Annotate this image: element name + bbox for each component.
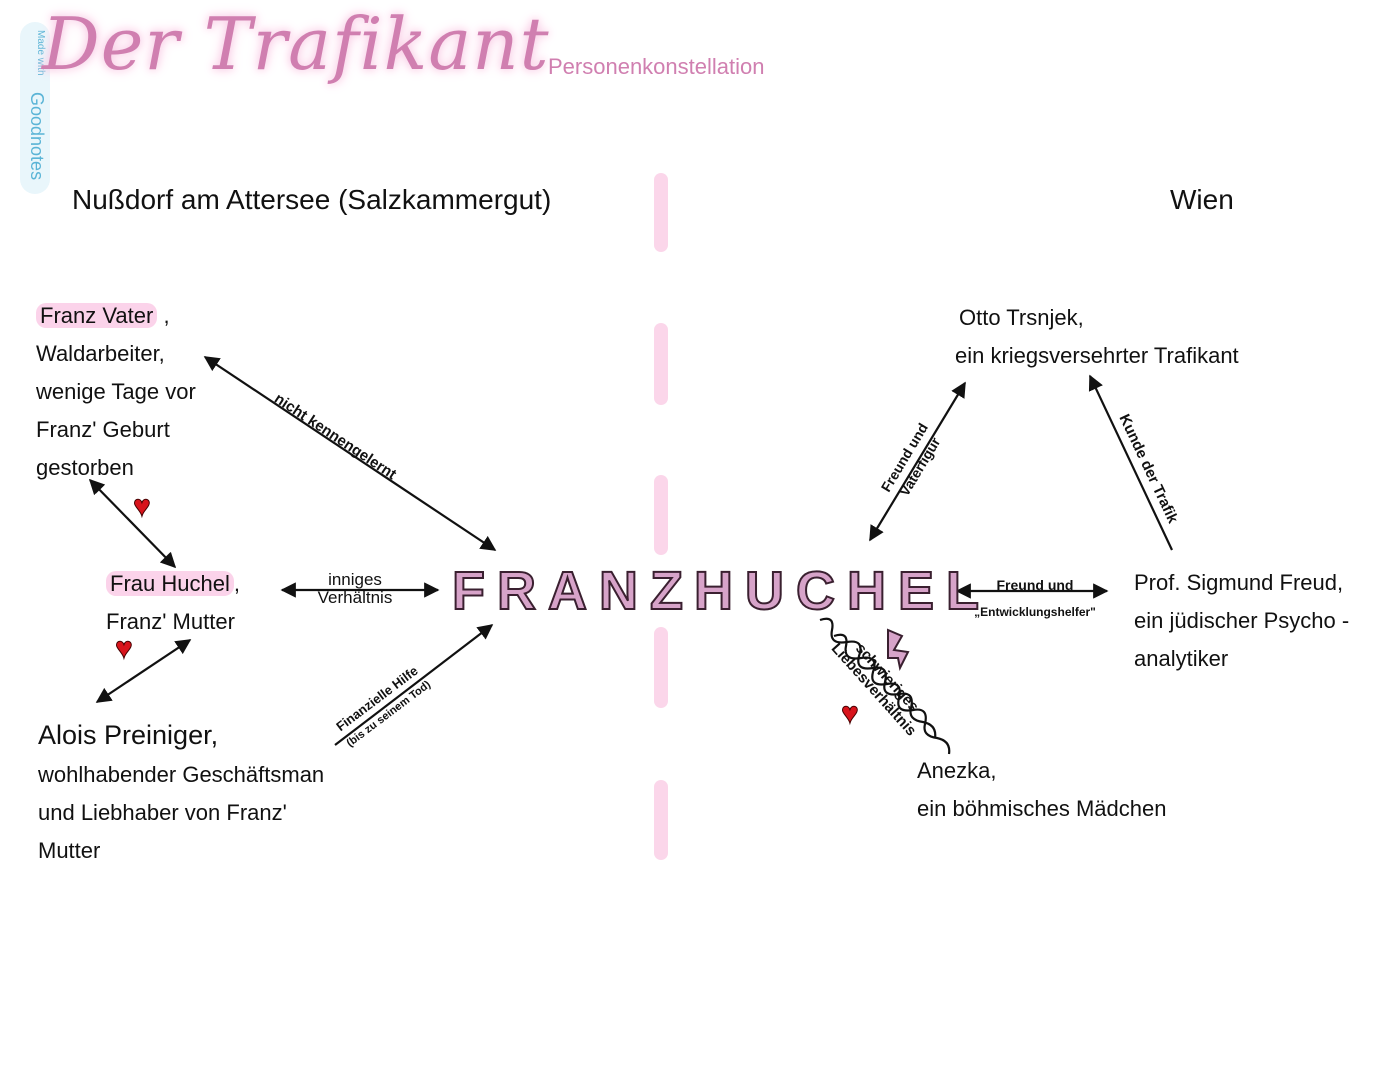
text: Verhältnis — [317, 588, 393, 607]
divider — [654, 323, 668, 405]
character-freud: Prof. Sigmund Freud, ein jüdischer Psych… — [1134, 564, 1349, 678]
page-subtitle: Personenkonstellation — [548, 54, 765, 79]
text: wenige Tage vor — [36, 379, 196, 404]
character-mutter: Frau Huchel, Franz' Mutter — [106, 565, 240, 641]
wavy-line — [819, 617, 937, 739]
character-name: Anezka, — [917, 758, 997, 783]
heart-icon: ♥ — [115, 632, 134, 666]
character-vater: Franz Vater , Waldarbeiter, wenige Tage … — [36, 297, 196, 487]
text: Mutter — [38, 838, 101, 863]
text: , — [233, 571, 240, 596]
arrow-vater-mutter — [88, 478, 177, 569]
text: Franz' Mutter — [106, 609, 235, 634]
center-first-name: FRANZ — [451, 560, 695, 622]
divider — [654, 173, 668, 252]
text: inniges — [328, 570, 382, 589]
character-name: Franz Vater — [36, 303, 158, 328]
arrow-otto-franz — [869, 381, 966, 542]
lightning-icon — [887, 628, 910, 672]
character-name: Prof. Sigmund Freud, — [1134, 570, 1344, 595]
heart-icon: ♥ — [133, 490, 152, 524]
relation-label: inniges Verhältnis — [300, 571, 410, 607]
goodnotes-watermark: Made with Goodnotes — [20, 22, 50, 194]
text: Waldarbeiter, — [36, 341, 165, 366]
text: gestorben — [36, 455, 134, 480]
text: Franz' Geburt — [36, 417, 170, 442]
text: und Liebhaber von Franz' — [38, 800, 287, 825]
center-last-name: HUCHEL — [693, 560, 991, 622]
character-name: Otto Trsnjek, — [959, 305, 1084, 330]
heart-icon: ♥ — [841, 697, 860, 731]
divider — [654, 780, 668, 860]
character-anezka: Anezka, ein böhmisches Mädchen — [917, 752, 1166, 828]
divider — [654, 475, 668, 555]
location-left: Nußdorf am Attersee (Salzkammergut) — [72, 184, 552, 215]
page-title: Der Trafikant — [42, 2, 550, 86]
character-name: Alois Preiniger, — [38, 720, 219, 750]
arrow-freud-otto — [1088, 374, 1173, 551]
text: ein böhmisches Mädchen — [917, 796, 1167, 821]
character-name: Frau Huchel — [106, 571, 234, 596]
character-otto: Otto Trsnjek, ein kriegsversehrter Trafi… — [955, 299, 1239, 375]
relation-label: Freund und „Entwicklungshelfer" — [955, 572, 1115, 625]
divider — [654, 627, 668, 708]
arrow-mutter-alois — [95, 639, 192, 703]
text: ein jüdischer Psycho - — [1134, 608, 1350, 633]
wavy-line — [833, 633, 951, 755]
arrow-vater-franz — [203, 356, 497, 551]
text: , — [163, 303, 170, 328]
text: wohlhabender Geschäftsman — [38, 762, 325, 787]
character-alois: Alois Preiniger, wohlhabender Geschäftsm… — [38, 716, 324, 870]
location-right: Wien — [1170, 184, 1234, 215]
text: ein kriegsversehrter Trafikant — [955, 343, 1239, 368]
arrow-alois-franz — [334, 624, 494, 746]
text: analytiker — [1134, 646, 1229, 671]
text: Freund und — [996, 577, 1074, 593]
text: „Entwicklungshelfer" — [974, 605, 1096, 619]
